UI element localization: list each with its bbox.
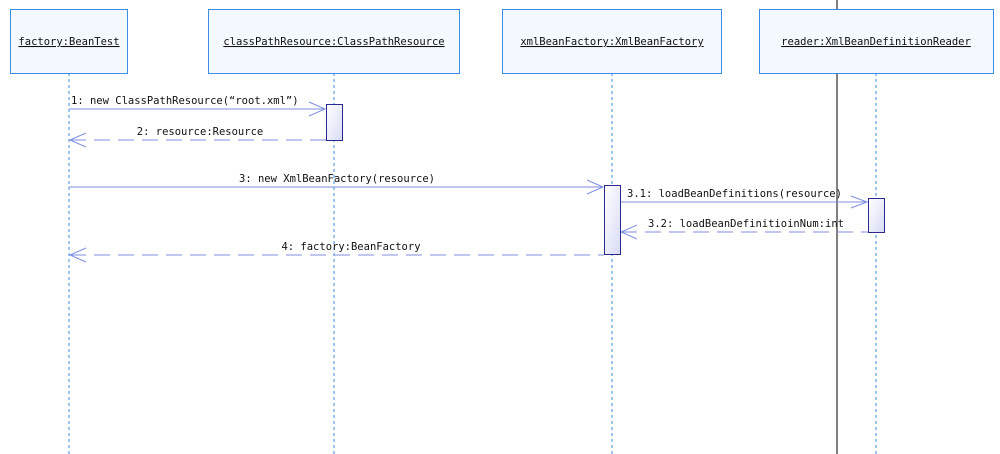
message-3[interactable]: 3: new XmlBeanFactory(resource) <box>69 173 605 195</box>
activation-bar-reader <box>868 198 885 233</box>
message-label: 3: new XmlBeanFactory(resource) <box>239 173 435 185</box>
object-label: factory:BeanTest <box>18 36 119 48</box>
object-label: xmlBeanFactory:XmlBeanFactory <box>520 36 703 48</box>
message-label: 3.2: loadBeanDefinitioinNum:int <box>648 218 844 230</box>
object-box-xml-bean-factory[interactable]: xmlBeanFactory:XmlBeanFactory <box>502 9 722 74</box>
message-3-2[interactable]: 3.2: loadBeanDefinitioinNum:int <box>619 218 868 240</box>
open-arrowhead-icon <box>68 132 87 148</box>
message-1[interactable]: 1: new ClassPathResource(“root.xml”) <box>69 95 327 117</box>
object-box-factory[interactable]: factory:BeanTest <box>10 9 128 74</box>
object-label: reader:XmlBeanDefinitionReader <box>781 36 971 48</box>
message-3-1[interactable]: 3.1: loadBeanDefinitions(resource) <box>620 188 869 209</box>
message-label: 4: factory:BeanFactory <box>281 241 420 253</box>
object-box-class-path-resource[interactable]: classPathResource:ClassPathResource <box>208 9 460 74</box>
message-label: 1: new ClassPathResource(“root.xml”) <box>71 95 299 107</box>
message-label: 3.1: loadBeanDefinitions(resource) <box>627 188 842 200</box>
object-box-reader[interactable]: reader:XmlBeanDefinitionReader <box>759 9 994 74</box>
open-arrowhead-icon <box>586 179 605 195</box>
open-arrowhead-icon <box>850 195 869 209</box>
message-4[interactable]: 4: factory:BeanFactory <box>68 241 604 263</box>
open-arrowhead-icon <box>308 101 327 117</box>
message-label: 2: resource:Resource <box>137 126 263 138</box>
message-2[interactable]: 2: resource:Resource <box>68 126 326 148</box>
activation-bar-xml-bean-factory <box>604 185 621 255</box>
object-label: classPathResource:ClassPathResource <box>223 36 444 48</box>
activation-bar-class-path-resource <box>326 104 343 141</box>
open-arrowhead-icon <box>68 247 87 263</box>
